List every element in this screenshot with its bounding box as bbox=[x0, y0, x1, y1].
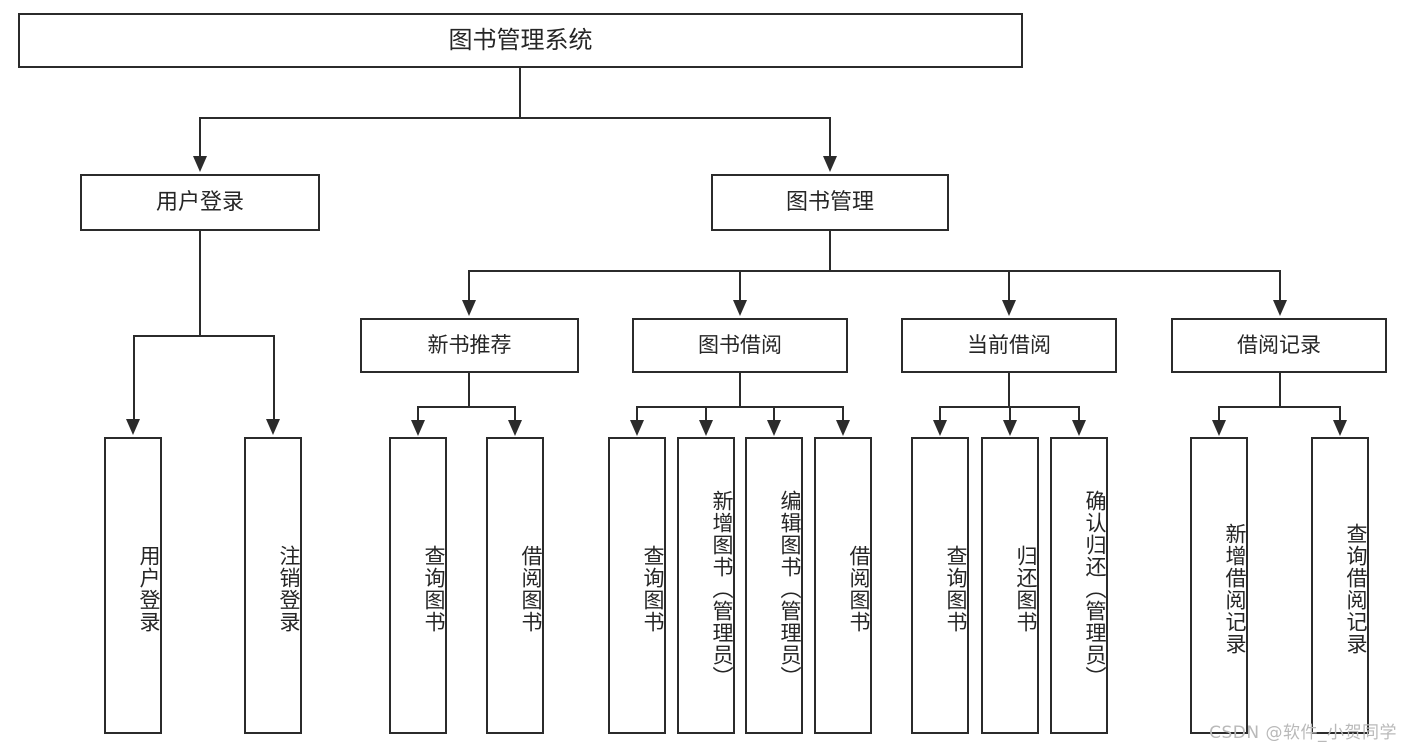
node-label: 当前借阅 bbox=[967, 333, 1051, 358]
connector-current-stem bbox=[1008, 373, 1010, 407]
connector-rec-to-leaf1 bbox=[417, 406, 419, 422]
connector-user-login-to-leaf2 bbox=[273, 335, 275, 421]
node-label: 用户登录 bbox=[155, 189, 244, 215]
arrowhead-edit-book bbox=[767, 420, 781, 436]
node-label: 图书管理系统 bbox=[448, 25, 593, 54]
connector-book-manage-to-current bbox=[1008, 270, 1010, 302]
node-leaf-query-book-current[interactable]: 查询图书 bbox=[911, 437, 969, 734]
connector-rec-bus bbox=[417, 406, 516, 408]
arrowhead-leaf-logout bbox=[266, 419, 280, 435]
connector-book-manage-to-rec bbox=[468, 270, 470, 302]
arrowhead-query-record bbox=[1333, 420, 1347, 436]
node-label: 确认归还（管理员） bbox=[1083, 489, 1107, 688]
connector-root-stem bbox=[519, 68, 521, 117]
connector-book-manage-bus bbox=[468, 270, 1280, 272]
arrowhead-confirm-return bbox=[1072, 420, 1086, 436]
node-label: 编辑图书（管理员） bbox=[778, 489, 802, 688]
node-label: 注销登录 bbox=[277, 544, 301, 633]
node-leaf-user-login[interactable]: 用户登录 bbox=[104, 437, 162, 734]
connector-root-bus bbox=[199, 117, 830, 119]
arrowhead-query-book-current bbox=[933, 420, 947, 436]
node-leaf-borrow-book[interactable]: 借阅图书 bbox=[814, 437, 872, 734]
connector-borrow-stem bbox=[739, 373, 741, 407]
arrowhead-query-book-borrow bbox=[630, 420, 644, 436]
arrowhead-add-book bbox=[699, 420, 713, 436]
connector-book-manage-stem bbox=[829, 231, 831, 271]
connector-root-to-user-login bbox=[199, 117, 201, 158]
arrowhead-new-book-rec bbox=[462, 300, 476, 316]
node-book-management[interactable]: 图书管理 bbox=[711, 174, 949, 231]
connector-borrow-to-leaf2 bbox=[705, 406, 707, 422]
node-leaf-confirm-return-admin[interactable]: 确认归还（管理员） bbox=[1050, 437, 1108, 734]
arrowhead-borrow-book bbox=[836, 420, 850, 436]
arrowhead-book-manage bbox=[823, 156, 837, 172]
arrowhead-leaf-user-login bbox=[126, 419, 140, 435]
connector-record-to-leaf2 bbox=[1339, 406, 1341, 422]
node-label: 查询图书 bbox=[641, 544, 665, 633]
node-leaf-add-book-admin[interactable]: 新增图书（管理员） bbox=[677, 437, 735, 734]
node-leaf-query-borrow-record[interactable]: 查询借阅记录 bbox=[1311, 437, 1369, 734]
connector-record-bus bbox=[1218, 406, 1340, 408]
connector-root-to-book-manage bbox=[829, 117, 831, 158]
node-label: 查询图书 bbox=[944, 544, 968, 633]
arrowhead-user-login bbox=[193, 156, 207, 172]
node-label: 借阅图书 bbox=[847, 544, 871, 633]
node-new-book-recommendation[interactable]: 新书推荐 bbox=[360, 318, 579, 373]
node-label: 归还图书 bbox=[1014, 544, 1038, 633]
node-label: 新书推荐 bbox=[427, 333, 512, 358]
node-borrowing-record[interactable]: 借阅记录 bbox=[1171, 318, 1387, 373]
connector-book-manage-to-borrow bbox=[739, 270, 741, 302]
connector-borrow-to-leaf1 bbox=[636, 406, 638, 422]
arrowhead-borrow-record bbox=[1273, 300, 1287, 316]
connector-current-to-leaf1 bbox=[939, 406, 941, 422]
node-label: 新增借阅记录 bbox=[1223, 522, 1247, 655]
arrowhead-book-borrow bbox=[733, 300, 747, 316]
node-label: 借阅记录 bbox=[1237, 333, 1321, 358]
node-label: 借阅图书 bbox=[519, 544, 543, 633]
node-leaf-logout[interactable]: 注销登录 bbox=[244, 437, 302, 734]
node-label: 图书管理 bbox=[785, 189, 874, 215]
node-leaf-add-borrow-record[interactable]: 新增借阅记录 bbox=[1190, 437, 1248, 734]
node-label: 查询借阅记录 bbox=[1344, 522, 1368, 655]
node-user-login[interactable]: 用户登录 bbox=[80, 174, 320, 231]
arrowhead-add-record bbox=[1212, 420, 1226, 436]
arrowhead-query-book-rec bbox=[411, 420, 425, 436]
node-leaf-query-book-rec[interactable]: 查询图书 bbox=[389, 437, 447, 734]
connector-record-stem bbox=[1279, 373, 1281, 407]
arrowhead-return-book bbox=[1003, 420, 1017, 436]
node-label: 图书借阅 bbox=[698, 333, 782, 358]
node-leaf-return-book[interactable]: 归还图书 bbox=[981, 437, 1039, 734]
node-leaf-edit-book-admin[interactable]: 编辑图书（管理员） bbox=[745, 437, 803, 734]
connector-rec-stem bbox=[468, 373, 470, 407]
connector-current-to-leaf2 bbox=[1009, 406, 1011, 422]
watermark-text: CSDN @软件_小贺同学 bbox=[1209, 723, 1397, 743]
connector-borrow-bus bbox=[636, 406, 843, 408]
connector-book-manage-to-record bbox=[1279, 270, 1281, 302]
node-leaf-query-book-borrow[interactable]: 查询图书 bbox=[608, 437, 666, 734]
node-label: 查询图书 bbox=[422, 544, 446, 633]
connector-rec-to-leaf2 bbox=[514, 406, 516, 422]
node-current-borrowing[interactable]: 当前借阅 bbox=[901, 318, 1117, 373]
connector-borrow-to-leaf3 bbox=[773, 406, 775, 422]
connector-borrow-to-leaf4 bbox=[842, 406, 844, 422]
node-root-book-management-system[interactable]: 图书管理系统 bbox=[18, 13, 1023, 68]
arrowhead-current-borrow bbox=[1002, 300, 1016, 316]
node-label: 新增图书（管理员） bbox=[710, 489, 734, 688]
arrowhead-borrow-book-rec bbox=[508, 420, 522, 436]
node-book-borrowing[interactable]: 图书借阅 bbox=[632, 318, 848, 373]
connector-record-to-leaf1 bbox=[1218, 406, 1220, 422]
node-label: 用户登录 bbox=[137, 544, 161, 633]
connector-user-login-to-leaf1 bbox=[133, 335, 135, 421]
connector-current-to-leaf3 bbox=[1078, 406, 1080, 422]
connector-user-login-bus bbox=[133, 335, 273, 337]
node-leaf-borrow-book-rec[interactable]: 借阅图书 bbox=[486, 437, 544, 734]
connector-user-login-stem bbox=[199, 231, 201, 336]
